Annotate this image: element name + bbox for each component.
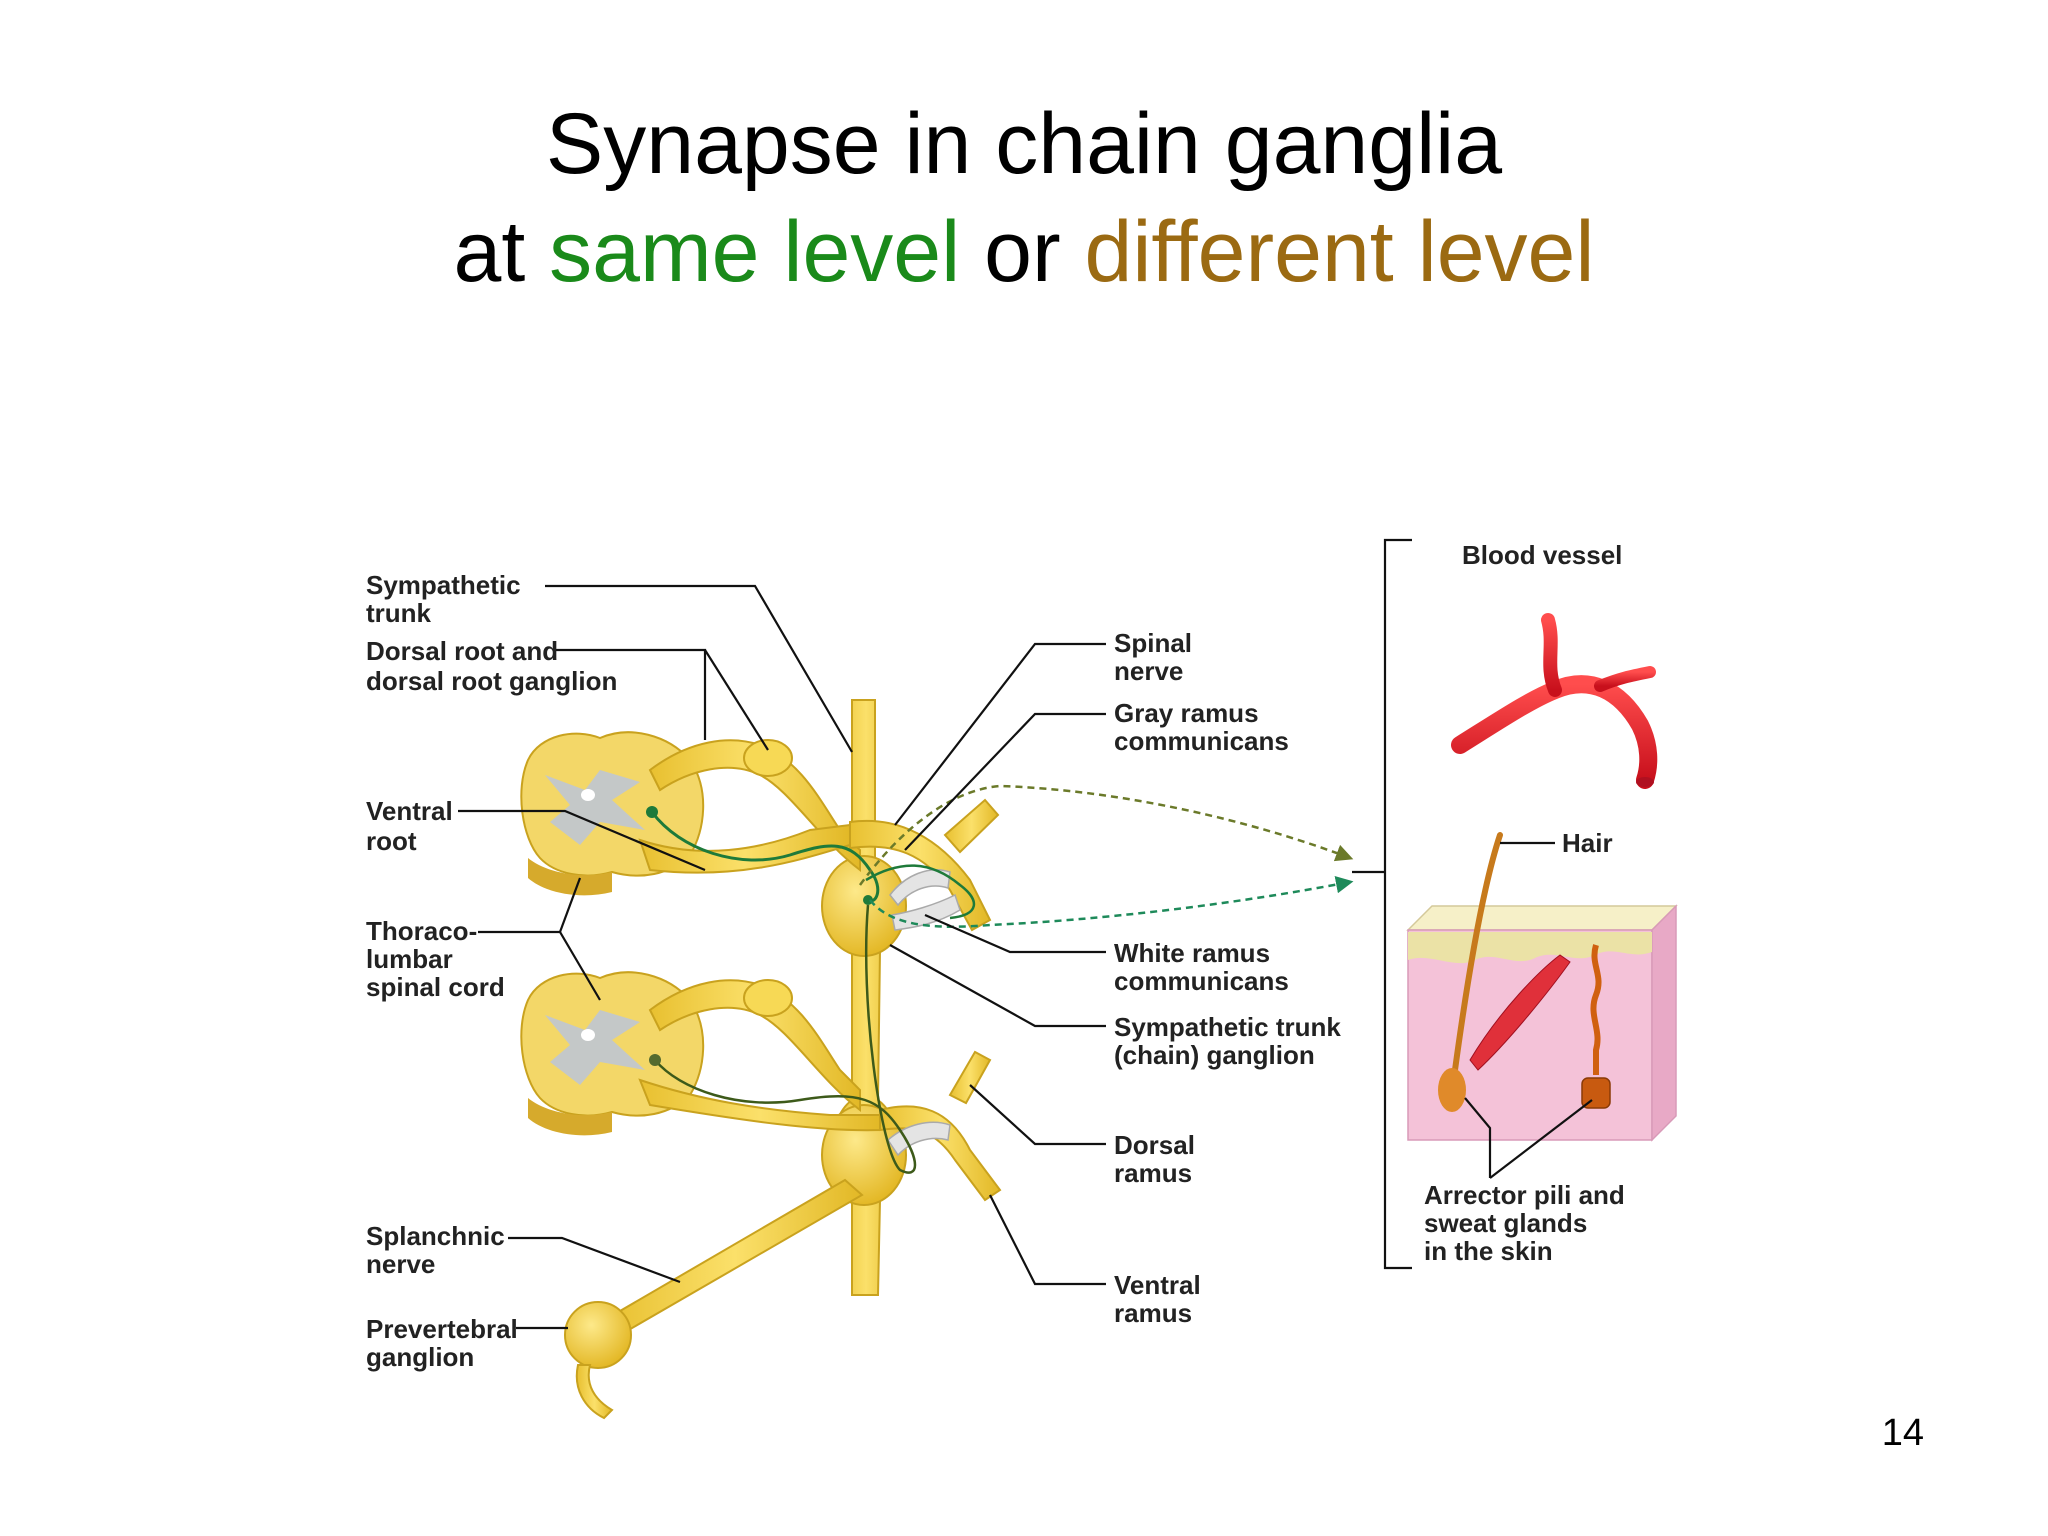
label-gray-ramus: Gray ramus communicans (1114, 698, 1289, 756)
label-blood-vessel: Blood vessel (1462, 540, 1622, 570)
neuron-pathways (646, 784, 1354, 1174)
title-different-level: different level (1084, 204, 1595, 300)
upper-nerve-roots (638, 739, 1000, 932)
leader-lines (458, 584, 1593, 1330)
label-white-ramus: White ramus communicans (1114, 938, 1289, 996)
label-arrector-pili: Arrector pili and sweat glands in the sk… (1424, 1180, 1632, 1266)
page-number: 14 (1881, 1412, 1924, 1454)
title-or: or (960, 204, 1085, 300)
label-trunk-ganglion: Sympathetic trunk (chain) ganglion (1114, 1012, 1348, 1070)
label-splanchnic-nerve: Splanchnic nerve (366, 1221, 512, 1279)
title-line-1: Synapse in chain ganglia (545, 96, 1503, 192)
label-ventral-ramus: Ventral ramus (1114, 1270, 1208, 1328)
label-ventral-root: Ventral root (366, 796, 460, 856)
title-prefix: at (453, 204, 550, 300)
label-hair: Hair (1562, 828, 1613, 858)
label-spinal-nerve: Spinal nerve (1114, 628, 1199, 686)
label-dorsal-ramus: Dorsal ramus (1114, 1130, 1202, 1188)
lower-nerve-roots (638, 979, 1002, 1202)
prevertebral-ganglion-shape (564, 1301, 632, 1369)
diagram-labels: Sympathetic trunk Dorsal root and dorsal… (366, 540, 1632, 1372)
title-same-level: same level (549, 204, 961, 300)
label-sympathetic-trunk: Sympathetic trunk (366, 570, 528, 628)
title-line-2: at same level or different level (0, 198, 2048, 306)
label-thoracolumbar-spinal-cord: Thoraco- lumbar spinal cord (366, 916, 505, 1002)
effectors-panel (1352, 538, 1678, 1270)
blood-vessel-drawing (1451, 613, 1658, 789)
label-prevertebral-ganglion: Prevertebral ganglion (366, 1314, 525, 1372)
skin-block-drawing (1406, 832, 1678, 1142)
upper-chain-ganglion (821, 855, 907, 957)
slide-title: Synapse in chain ganglia at same level o… (0, 90, 2048, 306)
splanchnic-and-prevertebral (564, 1178, 864, 1420)
label-dorsal-root: Dorsal root and dorsal root ganglion (366, 636, 617, 696)
sympathetic-trunk (821, 699, 907, 1296)
dorsal-root-ganglion (743, 739, 793, 777)
